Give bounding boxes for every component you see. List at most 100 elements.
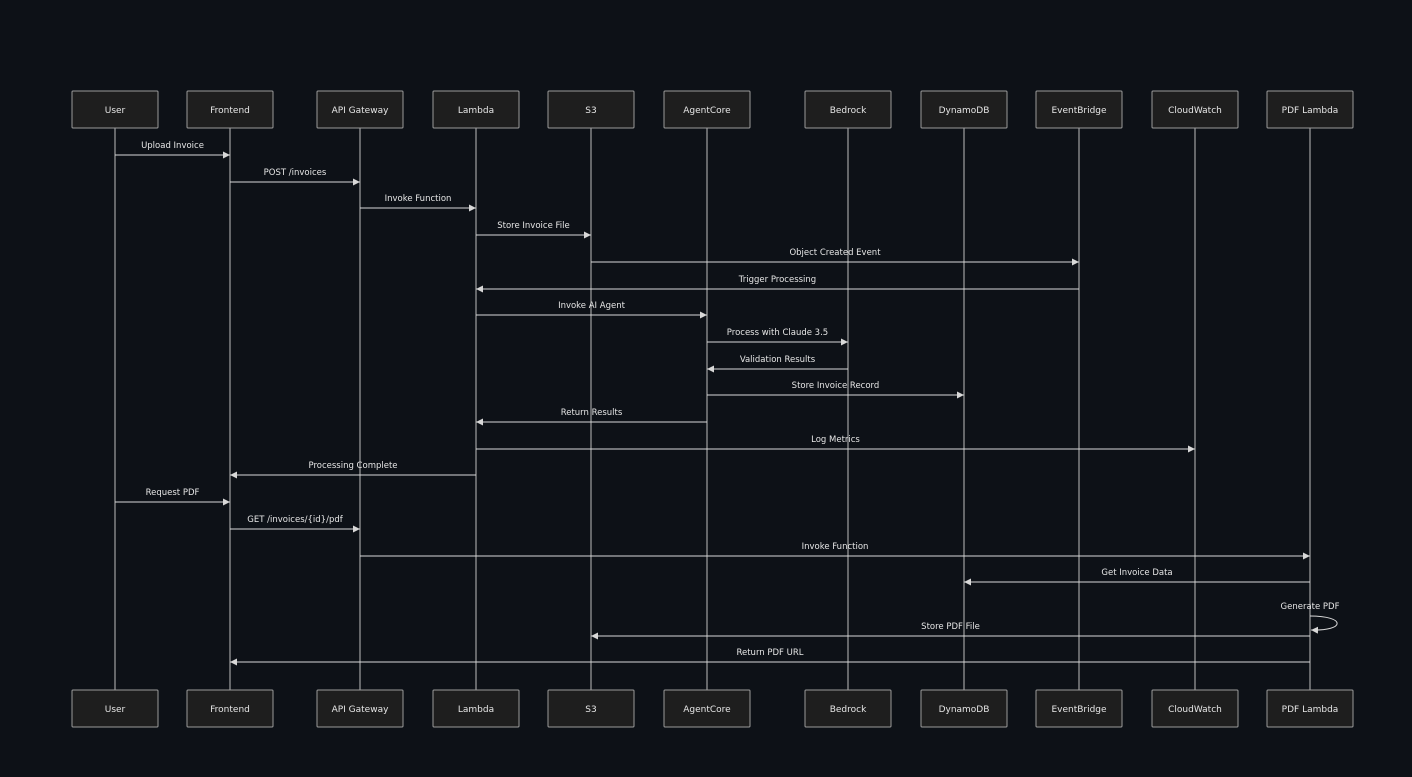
participant-box [804,689,892,728]
participant-bottom-s3: S3 [547,689,635,728]
message: Return PDF URL [230,648,1310,666]
participant-top-lambda: Lambda [432,90,520,129]
message-label: Invoke Function [802,542,869,552]
message: GET /invoices/{id}/pdf [230,515,360,533]
message: Processing Complete [230,461,476,479]
participant-box [316,689,404,728]
message-label: Invoke AI Agent [558,301,626,311]
participant-label: CloudWatch [1168,705,1222,715]
message-label: Return PDF URL [736,648,803,658]
participant-box [1151,90,1239,129]
participant-box [1035,90,1123,129]
participant-box [1151,689,1239,728]
participant-box [186,90,274,129]
participant-top-user: User [71,90,159,129]
message-label: Invoke Function [385,194,452,204]
participant-label: CloudWatch [1168,106,1222,116]
message: Store Invoice Record [707,381,964,399]
participant-bottom-lambda: Lambda [432,689,520,728]
message: Object Created Event [591,248,1079,266]
message: Log Metrics [476,435,1195,453]
message: Validation Results [707,355,848,373]
message-label: Generate PDF [1281,602,1340,612]
participant-top-agentcore: AgentCore [663,90,751,129]
message: Process with Claude 3.5 [707,328,848,346]
participant-box [920,90,1008,129]
message: Upload Invoice [115,141,230,159]
participant-top-bedrock: Bedrock [804,90,892,129]
participant-label: API Gateway [332,106,390,116]
participant-box [432,90,520,129]
message: Return Results [476,408,707,426]
participant-label: Lambda [458,106,494,116]
message-label: Upload Invoice [141,141,204,151]
participant-bottom-frontend: Frontend [186,689,274,728]
self-message-arrow [1309,615,1338,634]
participant-box [71,689,159,728]
participant-top-eventbridge: EventBridge [1035,90,1123,129]
participant-box [432,689,520,728]
participant-label: Frontend [210,106,250,116]
participant-bottom-pdflambda: PDF Lambda [1266,689,1354,728]
message: Invoke Function [360,194,476,212]
participant-label: S3 [585,106,596,116]
message: Invoke AI Agent [476,301,707,319]
participant-box [71,90,159,129]
participants-bottom: User Frontend API Gateway Lambda S3 AgentCore… [71,689,1354,728]
participant-bottom-agentcore: AgentCore [663,689,751,728]
message-label: Trigger Processing [738,275,816,285]
message-label: Request PDF [146,488,200,498]
participant-box [663,90,751,129]
participant-label: API Gateway [332,705,390,715]
message-label: Store PDF File [921,622,980,632]
message-label: Get Invoice Data [1101,568,1172,578]
participant-label: User [105,705,126,715]
participant-label: Lambda [458,705,494,715]
message-label: GET /invoices/{id}/pdf [247,515,343,525]
message: Invoke Function [360,542,1310,560]
message: Get Invoice Data [964,568,1310,586]
message-label: Store Invoice File [497,221,569,231]
participant-top-s3: S3 [547,90,635,129]
participant-box [186,689,274,728]
participant-label: DynamoDB [939,705,990,715]
participant-bottom-dynamodb: DynamoDB [920,689,1008,728]
participant-box [1266,90,1354,129]
participant-top-cloudwatch: CloudWatch [1151,90,1239,129]
participant-top-dynamodb: DynamoDB [920,90,1008,129]
participants-top: User Frontend API Gateway Lambda S3 AgentCore… [71,90,1354,129]
participant-top-frontend: Frontend [186,90,274,129]
message: Trigger Processing [476,275,1079,293]
message: Store PDF File [591,622,1310,640]
participant-label: EventBridge [1051,705,1107,715]
participant-box [1266,689,1354,728]
participant-top-apigw: API Gateway [316,90,404,129]
participant-label: DynamoDB [939,106,990,116]
message-label: Processing Complete [308,461,397,471]
message-label: Store Invoice Record [792,381,880,391]
message-label: Return Results [561,408,623,418]
participant-label: User [105,106,126,116]
participant-box [804,90,892,129]
participant-box [663,689,751,728]
participant-label: PDF Lambda [1282,106,1339,116]
participant-box [547,689,635,728]
participant-box [920,689,1008,728]
participant-label: S3 [585,705,596,715]
lifelines [114,128,1311,690]
message-label: Process with Claude 3.5 [727,328,828,338]
participant-bottom-eventbridge: EventBridge [1035,689,1123,728]
participant-label: PDF Lambda [1282,705,1339,715]
participant-bottom-user: User [71,689,159,728]
participant-bottom-cloudwatch: CloudWatch [1151,689,1239,728]
participant-bottom-bedrock: Bedrock [804,689,892,728]
participant-label: AgentCore [683,106,731,116]
message-label: Validation Results [740,355,816,365]
participant-box [547,90,635,129]
message-label: POST /invoices [264,168,327,178]
participant-bottom-apigw: API Gateway [316,689,404,728]
participant-top-pdflambda: PDF Lambda [1266,90,1354,129]
participant-label: EventBridge [1051,106,1107,116]
